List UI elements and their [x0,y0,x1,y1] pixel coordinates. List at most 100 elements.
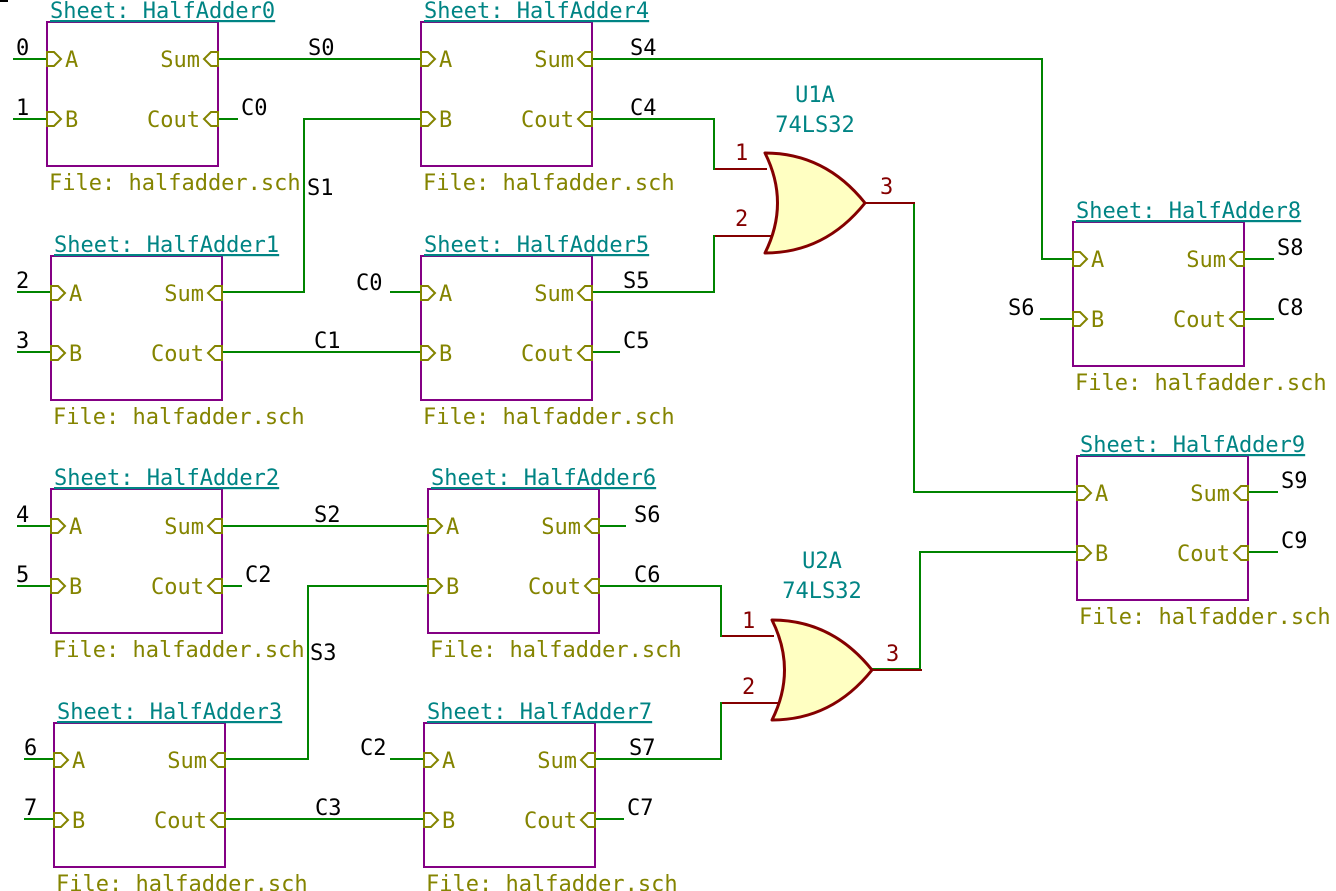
pin-sum-label: Sum [541,515,581,540]
pin-b-input-icon[interactable] [1076,545,1093,561]
net-label: C3 [315,796,342,821]
pin-b-input-icon[interactable] [423,812,440,828]
pin-cout-label: Cout [147,108,200,133]
pin-cout-output-icon[interactable] [583,578,600,594]
pin-b-input-icon[interactable] [50,345,67,361]
pin-cout-label: Cout [521,342,574,367]
net-label: C2 [245,563,272,588]
wire-27 [871,551,1077,670]
pin-cout-output-icon[interactable] [1228,311,1245,327]
net-label: C5 [623,329,650,354]
sheet-box[interactable] [1076,455,1249,601]
pin-b-input-icon[interactable] [420,345,437,361]
pin-b-input-icon[interactable] [53,812,70,828]
pin-cout-output-icon[interactable] [206,578,223,594]
or-gate-icon[interactable] [770,618,874,722]
pin-a-input-icon[interactable] [420,51,437,67]
pin-a-label: A [65,48,78,73]
sheet-file: File: halfadder.sch [1075,371,1327,396]
pin-sum-label: Sum [160,48,200,73]
pin-cout-label: Cout [151,575,204,600]
pin-a-input-icon[interactable] [50,518,67,534]
wire-19 [225,585,428,760]
pin-sum-output-icon[interactable] [576,51,593,67]
pin-a-input-icon[interactable] [427,518,444,534]
pin-a-input-icon[interactable] [50,285,67,301]
pin-sum-output-icon[interactable] [202,51,219,67]
pin-sum-output-icon[interactable] [579,752,596,768]
pin-b-input-icon[interactable] [50,578,67,594]
pin-a-label: A [442,749,455,774]
pin-a-input-icon[interactable] [1072,251,1089,267]
pin-cout-output-icon[interactable] [209,812,226,828]
sheet-box[interactable] [50,488,223,634]
pin-cout-output-icon[interactable] [202,111,219,127]
wire-13 [592,58,1073,260]
pin-sum-output-icon[interactable] [576,285,593,301]
pin-a-input-icon[interactable] [420,285,437,301]
sheet-box[interactable] [420,21,593,167]
sheet-box[interactable] [46,21,219,167]
sheet-name: Sheet: HalfAdder0 [50,0,275,24]
net-label: C2 [360,736,387,761]
pin-b-label: B [446,575,459,600]
pin-b-input-icon[interactable] [427,578,444,594]
pin-cout-output-icon[interactable] [576,111,593,127]
gate-pin-3: 3 [886,642,899,667]
pin-cout-output-icon[interactable] [579,812,596,828]
net-label: C1 [314,329,341,354]
pin-sum-output-icon[interactable] [209,752,226,768]
net-label: S2 [314,503,341,528]
sheet-name: Sheet: HalfAdder5 [424,233,649,258]
pin-sum-output-icon[interactable] [206,285,223,301]
sheet-box[interactable] [427,488,600,634]
pin-a-input-icon[interactable] [46,51,63,67]
pin-a-label: A [439,282,452,307]
sheet-box[interactable] [53,722,226,868]
sheet-box[interactable] [1072,221,1245,367]
net-label: 4 [16,503,29,528]
pin-sum-output-icon[interactable] [206,518,223,534]
pin-cout-label: Cout [1177,542,1230,567]
pin-b-input-icon[interactable] [46,111,63,127]
net-label: 3 [16,329,29,354]
pin-cout-output-icon[interactable] [206,345,223,361]
pin-a-input-icon[interactable] [53,752,70,768]
sheet-name: Sheet: HalfAdder6 [431,466,656,491]
pin-a-input-icon[interactable] [423,752,440,768]
pin-sum-output-icon[interactable] [1228,251,1245,267]
pin-b-input-icon[interactable] [420,111,437,127]
pin-a-label: A [446,515,459,540]
pin-sum-output-icon[interactable] [1232,485,1249,501]
pin-sum-output-icon[interactable] [583,518,600,534]
sheet-box[interactable] [420,255,593,401]
net-label: S3 [310,641,337,666]
net-label: C7 [627,796,654,821]
sheet-file: File: halfadder.sch [53,638,305,663]
pin-cout-output-icon[interactable] [1232,545,1249,561]
net-label: 6 [24,736,37,761]
net-label: S0 [308,36,335,61]
pin-a-input-icon[interactable] [1076,485,1093,501]
or-gate-icon[interactable] [763,151,867,255]
sheet-box[interactable] [423,722,596,868]
pin-cout-label: Cout [524,809,577,834]
pin-cout-output-icon[interactable] [576,345,593,361]
pin-sum-label: Sum [537,749,577,774]
gate-pin-1: 1 [742,609,755,634]
sheet-box[interactable] [50,255,223,401]
pin-b-input-icon[interactable] [1072,311,1089,327]
